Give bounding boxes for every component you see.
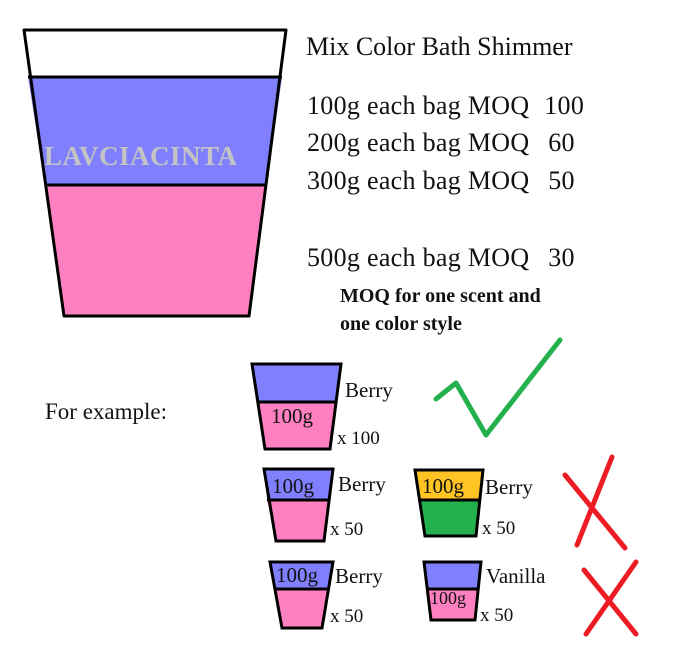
example-1-cup bbox=[250, 362, 343, 451]
example-4-cup bbox=[268, 560, 335, 630]
moq-value: 60 bbox=[548, 128, 575, 157]
example-1-scent: Berry bbox=[345, 378, 393, 402]
cross-mark-icon bbox=[562, 454, 628, 551]
moq-row: 100g each bag MOQ 100 bbox=[307, 91, 584, 121]
example-5-cup bbox=[422, 560, 483, 622]
moq-row-text: 300g each bag MOQ bbox=[307, 166, 530, 195]
main-cup-illustration bbox=[22, 28, 288, 318]
example-3-cup-text: 100g bbox=[422, 474, 464, 498]
page-title: Mix Color Bath Shimmer bbox=[306, 32, 573, 61]
moq-value: 50 bbox=[548, 166, 575, 195]
example-2-qty: x 50 bbox=[330, 519, 364, 540]
example-4-scent: Berry bbox=[335, 564, 383, 588]
brand-watermark: LAVCIACINTA bbox=[44, 141, 238, 171]
example-4-cup-text: 100g bbox=[276, 563, 318, 587]
example-1-qty: x 100 bbox=[337, 428, 380, 449]
cross-mark-icon bbox=[581, 559, 639, 637]
moq-row: 500g each bag MOQ 30 bbox=[307, 243, 575, 273]
moq-row-text: 200g each bag MOQ bbox=[307, 128, 530, 157]
example-4-qty: x 50 bbox=[330, 606, 364, 627]
check-mark-icon bbox=[433, 337, 563, 438]
moq-row: 300g each bag MOQ 50 bbox=[307, 166, 575, 196]
example-3-scent: Berry bbox=[485, 475, 533, 499]
moq-row-text: 500g each bag MOQ bbox=[307, 243, 530, 272]
example-2-cup-text: 100g bbox=[272, 474, 314, 498]
moq-value: 30 bbox=[548, 243, 575, 272]
moq-note-line-2: one color style bbox=[340, 313, 462, 335]
example-5-scent: Vanilla bbox=[486, 564, 546, 588]
example-3-cup bbox=[413, 468, 485, 538]
moq-value: 100 bbox=[544, 91, 585, 120]
example-3-qty: x 50 bbox=[482, 518, 516, 539]
example-2-cup bbox=[262, 467, 335, 543]
example-1-cup-text: 100g bbox=[271, 404, 313, 428]
moq-row-text: 100g each bag MOQ bbox=[307, 91, 530, 120]
moq-note-line-1: MOQ for one scent and bbox=[340, 285, 541, 307]
example-5-cup-text: 100g bbox=[430, 588, 466, 608]
moq-row: 200g each bag MOQ 60 bbox=[307, 128, 575, 158]
example-5-qty: x 50 bbox=[480, 605, 514, 626]
example-label: For example: bbox=[45, 399, 167, 424]
example-2-scent: Berry bbox=[338, 472, 386, 496]
